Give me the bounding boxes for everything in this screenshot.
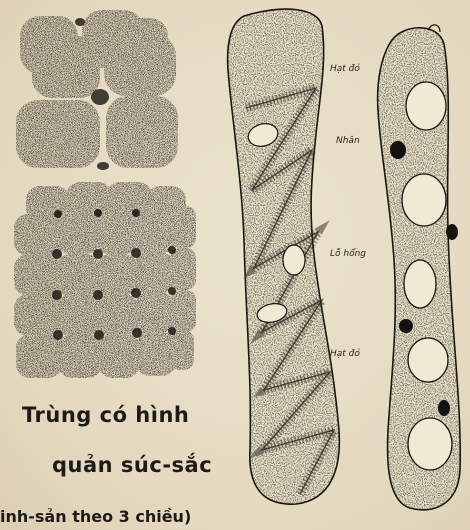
cube-colony-4x4x4 bbox=[14, 182, 196, 378]
label-hat-do-bottom: Hạt đỏ bbox=[330, 349, 360, 359]
caption-line-2: quản súc-sắc bbox=[52, 453, 212, 477]
caption-line-3: inh-sản theo 3 chiều) bbox=[0, 507, 191, 526]
label-nhan: Nhân bbox=[336, 136, 360, 146]
granule-1 bbox=[390, 141, 406, 159]
label-lo-hong: Lỗ hổng bbox=[330, 249, 366, 259]
caption-line-1: Trùng có hình bbox=[22, 403, 189, 427]
vacuole-right-4 bbox=[408, 338, 448, 382]
label-hat-do-top: Hạt đỏ bbox=[330, 64, 360, 74]
granule-2 bbox=[446, 224, 458, 240]
elongated-cell-left bbox=[228, 9, 340, 504]
granule-4 bbox=[438, 400, 450, 416]
vacuole-right-2 bbox=[402, 174, 446, 226]
vacuole-right-3 bbox=[404, 260, 436, 308]
granule-3 bbox=[399, 319, 413, 333]
elongated-cell-right bbox=[378, 25, 461, 510]
vacuole-right-1 bbox=[406, 82, 446, 130]
vacuole-left-1 bbox=[283, 245, 305, 275]
vacuole-right-5 bbox=[408, 418, 452, 470]
cube-colony-2x2x2 bbox=[16, 10, 178, 168]
